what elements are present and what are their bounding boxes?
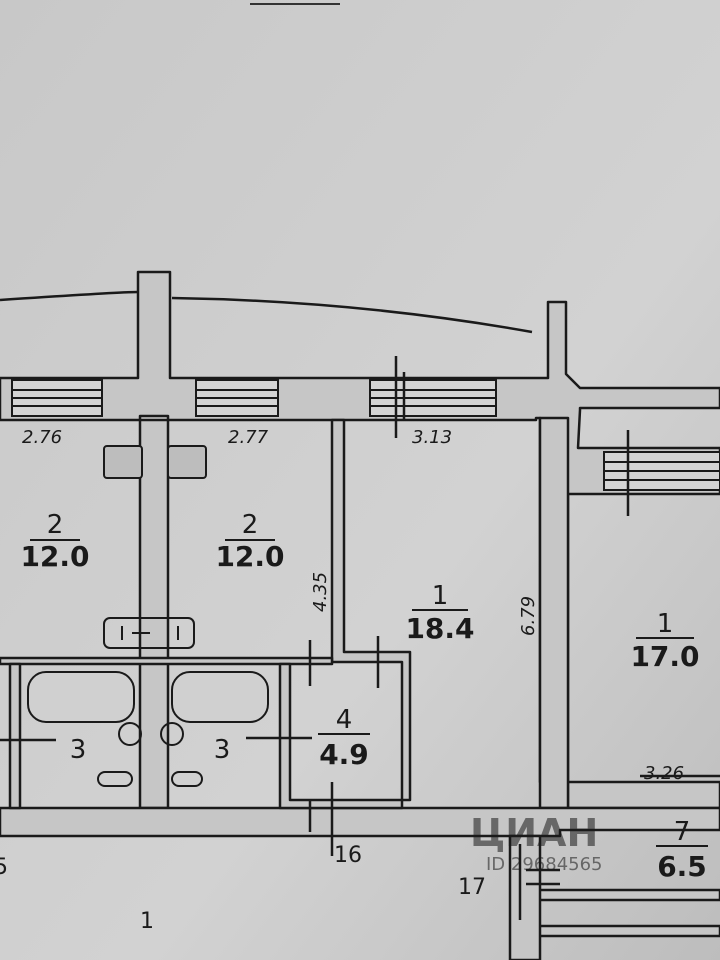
radiator-icon xyxy=(167,445,207,479)
room-area: 18.4 xyxy=(405,612,474,645)
bath-top-wall xyxy=(0,656,334,666)
room-number: 1 xyxy=(432,581,449,611)
windows xyxy=(11,356,720,516)
bath-left-number: 3 xyxy=(70,735,87,765)
watermark-logo: ЦИАН xyxy=(470,811,598,855)
room-area: 12.0 xyxy=(20,540,89,573)
label-17: 17 xyxy=(458,875,486,900)
room-number: 4 xyxy=(336,705,353,735)
dimension-label: 6.79 xyxy=(518,596,539,636)
corner-room-label: 7 6.5 xyxy=(656,817,708,883)
dimension-label: 2.77 xyxy=(228,427,269,448)
window-right xyxy=(603,430,720,516)
fixtures xyxy=(27,445,269,787)
window-left xyxy=(11,379,103,417)
room-left-label: 2 12.0 xyxy=(20,510,89,573)
toilet-icon xyxy=(171,771,203,787)
wc-walls xyxy=(278,662,404,810)
room-living-label: 1 18.4 xyxy=(405,581,474,645)
vent-icon xyxy=(103,617,195,649)
corner-room-walls xyxy=(508,834,720,960)
walls xyxy=(0,270,720,960)
dimension-label: 4.35 xyxy=(310,572,331,612)
label-16: 16 xyxy=(334,843,362,868)
corridor-number: 1 xyxy=(140,909,154,934)
room-area: 17.0 xyxy=(630,640,699,673)
column-left xyxy=(138,418,170,810)
vent-icon xyxy=(121,626,179,640)
radiator-icon xyxy=(103,445,143,479)
label-edge-left: 5 xyxy=(0,855,8,880)
exterior-wall-bottom xyxy=(0,806,720,838)
window-living xyxy=(369,356,497,438)
balcony-outline xyxy=(0,290,533,334)
room-number: 2 xyxy=(47,510,64,540)
room-number: 7 xyxy=(674,817,691,847)
room-area: 12.0 xyxy=(215,540,284,573)
room-number: 1 xyxy=(657,609,674,639)
watermark: ЦИАН ID 29684565 xyxy=(470,811,603,875)
dimension-label: 3.26 xyxy=(644,763,684,784)
room-area: 6.5 xyxy=(657,850,707,883)
toilet-icon xyxy=(97,771,133,787)
room-right-label: 1 17.0 xyxy=(630,609,699,673)
room-middle-label: 2 12.0 xyxy=(215,510,284,573)
bathtub-icon xyxy=(171,671,269,723)
living-room-right-wall xyxy=(538,416,570,810)
bathtub-icon xyxy=(27,671,135,723)
bath-left-wall xyxy=(8,662,22,810)
bath-right-number: 3 xyxy=(214,735,231,765)
dimension-label: 2.76 xyxy=(22,427,62,448)
sink-icon xyxy=(118,722,142,746)
window-middle xyxy=(195,379,279,417)
partition-wall xyxy=(330,418,412,802)
room-area: 4.9 xyxy=(319,738,369,771)
door-marks xyxy=(0,636,720,920)
sink-icon xyxy=(160,722,184,746)
wc-label: 4 4.9 xyxy=(318,705,370,771)
watermark-id: ID 29684565 xyxy=(486,854,603,875)
room-number: 2 xyxy=(242,510,259,540)
dimension-label: 3.13 xyxy=(412,427,452,448)
